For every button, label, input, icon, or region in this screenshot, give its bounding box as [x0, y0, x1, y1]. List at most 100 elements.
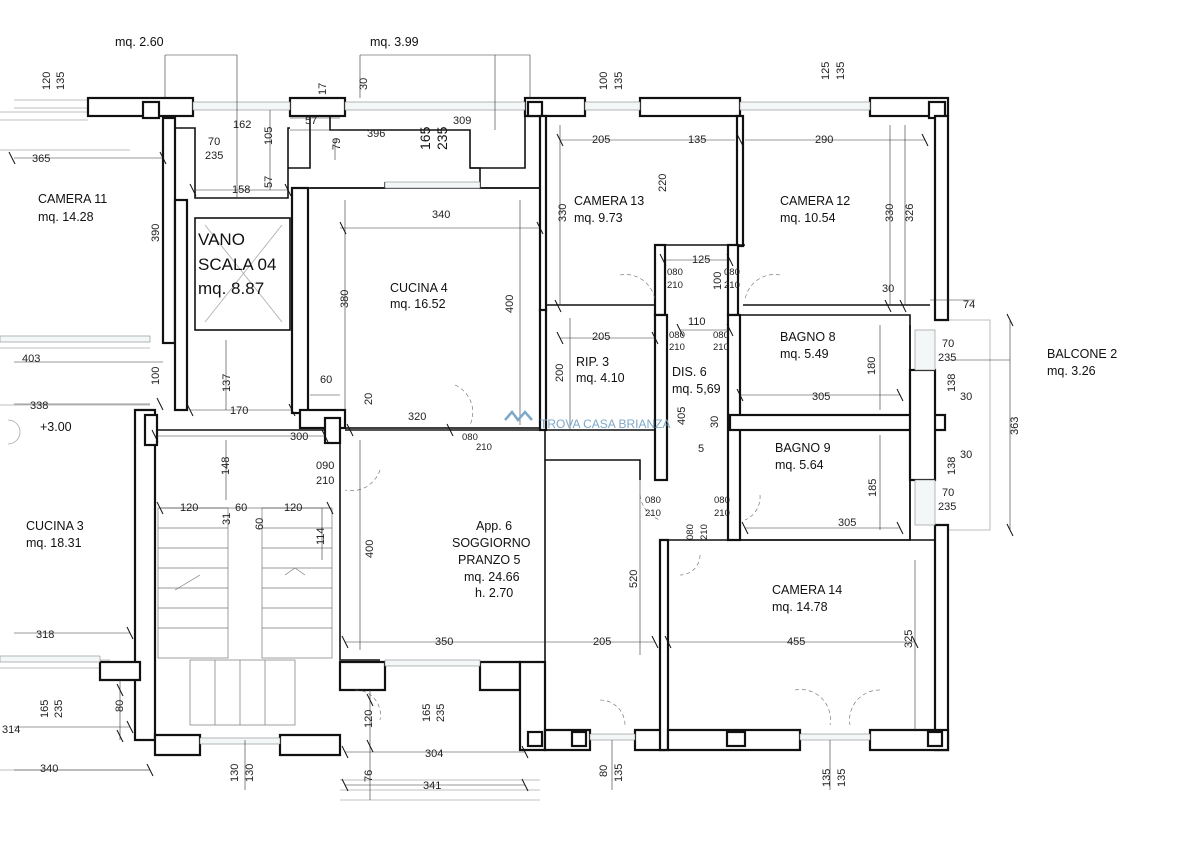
dim-60c: 60 [254, 518, 266, 530]
dim-338: 338 [30, 400, 48, 412]
soggiorno-line1: App. 6 [476, 519, 512, 533]
soggiorno-line3: PRANZO 5 [458, 553, 521, 567]
dim-165c: 165 [421, 704, 433, 722]
dim-180: 180 [866, 357, 878, 375]
balcone2-name: BALCONE 2 [1047, 347, 1117, 361]
camera12-name: CAMERA 12 [780, 194, 850, 208]
dim-390: 390 [150, 224, 162, 242]
bagno9-name: BAGNO 9 [775, 441, 831, 455]
dimension-lines [14, 54, 1011, 800]
camera12-area: mq. 10.54 [780, 211, 836, 225]
level-marker: +3.00 [40, 420, 72, 434]
dim-220: 220 [657, 174, 669, 192]
dis6-name: DIS. 6 [672, 365, 707, 379]
vano-line1: VANO [198, 230, 245, 249]
dim-135: 135 [55, 72, 67, 90]
dim-5: 5 [698, 443, 704, 455]
dim-70c: 70 [942, 487, 954, 499]
dim-120c: 120 [284, 502, 302, 514]
rip3-area: mq. 4.10 [576, 371, 625, 385]
dim-57b: 57 [263, 176, 275, 188]
cucina3-name: CUCINA 3 [26, 519, 84, 533]
dim-396: 396 [367, 128, 385, 140]
dim-080g: 080 [714, 495, 730, 506]
dim-31: 31 [221, 513, 233, 525]
camera13-area: mq. 9.73 [574, 211, 623, 225]
dim-090: 090 [316, 460, 334, 472]
dim-080e: 080 [462, 432, 478, 443]
dim-100a: 100 [598, 72, 610, 90]
dim-162: 162 [233, 119, 251, 131]
dim-304: 304 [425, 748, 443, 760]
dim-210c: 210 [669, 342, 685, 353]
dim-205b: 205 [592, 331, 610, 343]
dim-326: 326 [904, 204, 916, 222]
dim-74: 74 [963, 299, 975, 311]
dim-210e: 210 [476, 442, 492, 453]
dim-165b: 165 [39, 700, 51, 718]
vano-line3: mq. 8.87 [198, 279, 264, 298]
dim-170: 170 [230, 405, 248, 417]
dim-30: 30 [358, 78, 370, 90]
dim-135c: 135 [688, 134, 706, 146]
cucina4-name: CUCINA 4 [390, 281, 448, 295]
dim-314: 314 [2, 724, 20, 736]
dim-57a: 57 [305, 115, 317, 127]
dim-205c: 205 [593, 636, 611, 648]
dim-158: 158 [232, 184, 250, 196]
dim-110: 110 [688, 316, 706, 328]
dim-120d: 120 [363, 710, 375, 728]
dim-235c: 235 [938, 352, 956, 364]
cucina4-area: mq. 16.52 [390, 297, 446, 311]
dim-135a: 135 [613, 72, 625, 90]
dim-114: 114 [315, 527, 327, 545]
soggiorno-line4: mq. 24.66 [464, 570, 520, 584]
dim-341: 341 [423, 780, 441, 792]
dim-205a: 205 [592, 134, 610, 146]
bagno8-area: mq. 5.49 [780, 347, 829, 361]
dim-210a: 210 [667, 280, 683, 291]
dim-60a: 60 [320, 374, 332, 386]
dim-200: 200 [554, 364, 566, 382]
dim-305a: 305 [812, 391, 830, 403]
windows [0, 101, 936, 745]
dim-340: 340 [432, 209, 450, 221]
dim-235d: 235 [938, 501, 956, 513]
dim-138a: 138 [946, 374, 958, 392]
dim-30b: 30 [882, 283, 894, 295]
room-labels: CAMERA 11 mq. 14.28 VANO SCALA 04 mq. 8.… [26, 192, 1117, 614]
camera14-name: CAMERA 14 [772, 583, 842, 597]
camera11-name: CAMERA 11 [38, 192, 107, 206]
dim-350: 350 [435, 636, 453, 648]
camera14-area: mq. 14.78 [772, 600, 828, 614]
bagno8-name: BAGNO 8 [780, 330, 836, 344]
dim-80b: 80 [598, 765, 610, 777]
dim-380: 380 [339, 290, 351, 308]
soggiorno-line5: h. 2.70 [475, 586, 513, 600]
dim-70: 70 [208, 136, 220, 148]
dim-100b: 100 [712, 272, 724, 290]
cucina3-area: mq. 18.31 [26, 536, 82, 550]
dim-100c: 100 [150, 367, 162, 385]
dim-305b: 305 [838, 517, 856, 529]
dim-318: 318 [36, 629, 54, 641]
dim-120: 120 [41, 72, 53, 90]
dimension-ticks [8, 133, 1014, 792]
dim-325: 325 [903, 630, 915, 648]
bagno9-area: mq. 5.64 [775, 458, 824, 472]
dim-080f: 080 [645, 495, 661, 506]
dim-520: 520 [628, 570, 640, 588]
dim-105: 105 [263, 127, 275, 145]
dim-20: 20 [363, 393, 375, 405]
watermark-text: TROVA CASA BRIANZA [540, 417, 670, 431]
dim-403: 403 [22, 353, 40, 365]
dim-080c: 080 [669, 330, 685, 341]
balcone2-area: mq. 3.26 [1047, 364, 1096, 378]
dim-210f: 210 [316, 475, 334, 487]
dim-330b: 330 [884, 204, 896, 222]
dim-080a: 080 [667, 267, 683, 278]
dim-290: 290 [815, 134, 833, 146]
camera11-area: mq. 14.28 [38, 210, 94, 224]
dim-363: 363 [1009, 417, 1021, 435]
dim-185: 185 [867, 479, 879, 497]
